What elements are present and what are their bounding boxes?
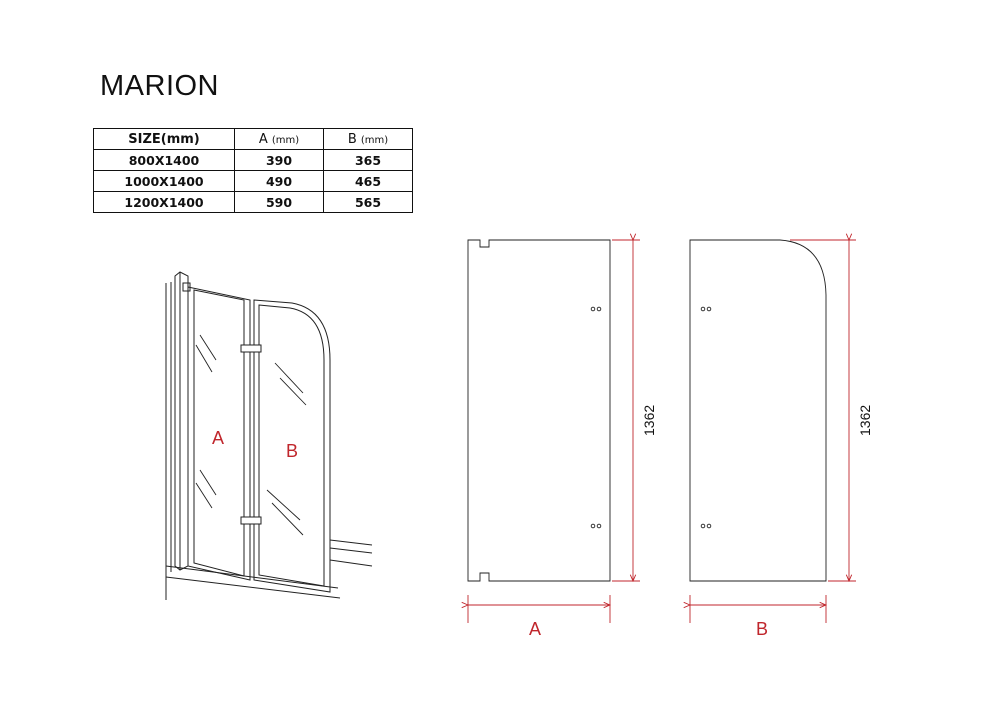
cell-b: 365 <box>323 149 413 171</box>
header-a-label: A <box>258 131 268 147</box>
bath-edge-right <box>329 539 373 567</box>
panel-a-shape <box>467 239 611 582</box>
panel-b-height-label: 1362 <box>857 405 873 436</box>
hinge-bottom <box>240 516 262 525</box>
bath-rim-bottom <box>165 576 341 599</box>
panel-a-outline <box>187 286 251 581</box>
panel-b-inner <box>258 304 325 587</box>
panel-b-width-dimension <box>690 595 826 623</box>
perspective-label-a: A <box>212 428 224 448</box>
bath-rim-top <box>165 565 339 589</box>
cell-a: 590 <box>234 191 324 213</box>
panel-b-outline <box>253 299 331 593</box>
header-b-label: B <box>347 131 357 147</box>
table-row: 1000X1400 490 465 <box>93 170 413 192</box>
panel-b-width-label: B <box>756 619 768 639</box>
panel-b-shape <box>689 239 827 582</box>
header-a-unit: (mm) <box>271 134 300 146</box>
cell-b: 565 <box>323 191 413 213</box>
panel-b-holes-top <box>700 306 712 312</box>
panel-b-holes-bottom <box>700 523 712 529</box>
panel-b-height-dimension <box>790 240 856 581</box>
hinge-top <box>240 344 262 353</box>
panel-a-width-dimension <box>468 595 610 623</box>
table-row: 800X1400 390 365 <box>93 149 413 171</box>
page-title: MARION <box>100 70 219 102</box>
cell-a: 490 <box>234 170 324 192</box>
header-b-unit: (mm) <box>360 134 389 146</box>
panel-a-height-dimension <box>612 240 640 581</box>
panel-a-holes-bottom <box>590 523 602 529</box>
size-table: SIZE(mm) A (mm) B (mm) 800X1400 390 365 … <box>93 128 413 213</box>
panel-a-holes-top <box>590 306 602 312</box>
panel-a-elevation <box>467 239 611 582</box>
panel-a-width-label: A <box>529 619 541 639</box>
panel-b-elevation <box>689 239 827 582</box>
panel-a-height-label: 1362 <box>641 405 657 436</box>
perspective-view <box>165 271 373 600</box>
cell-size: 1200X1400 <box>93 191 235 213</box>
panel-a-inner <box>193 289 245 577</box>
table-row: 1200X1400 590 565 <box>93 191 413 213</box>
cell-size: 1000X1400 <box>93 170 235 192</box>
perspective-label-b: B <box>286 441 298 461</box>
table-header-row: SIZE(mm) A (mm) B (mm) <box>93 128 413 150</box>
wall-profile <box>174 271 189 571</box>
glass-reflection <box>195 334 307 536</box>
